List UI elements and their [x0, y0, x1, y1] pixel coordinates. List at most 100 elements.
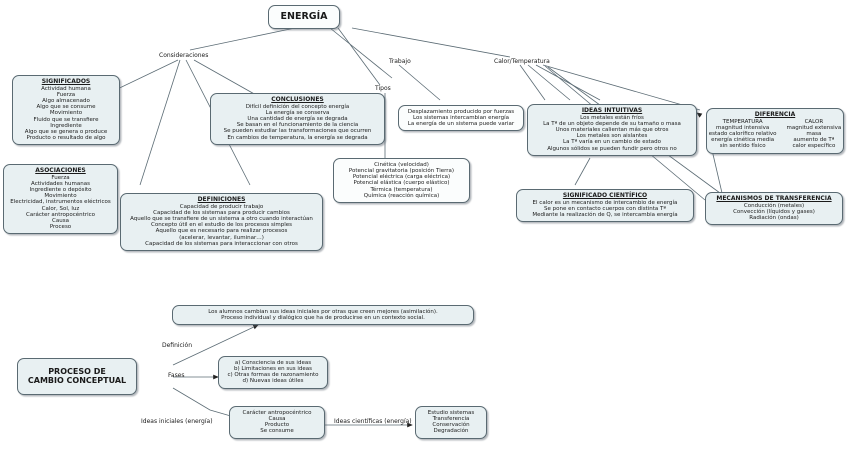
node-asociaciones-line: Actividades humanas [31, 180, 90, 187]
node-diferencia-line: masa [806, 131, 822, 138]
node-conclusiones-line: La energía se conserva [265, 109, 330, 116]
node-asociaciones-line: Causa [52, 217, 69, 224]
node-mecanismos-title: MECANISMOS DE TRANSFERENCIA [716, 195, 832, 202]
node-diferencia-line: CALOR [804, 118, 824, 125]
node-proceso-line: CAMBIO CONCEPTUAL [27, 375, 127, 385]
node-definicion-cambio-line: Proceso individual y dialógico que ha de… [221, 315, 425, 322]
node-fases-line: b) Limitaciones en sus ideas [233, 366, 312, 373]
link-label-ideas-iniciales: Ideas iniciales (energía) [141, 418, 213, 425]
node-estudio-line: Estudio sistemas [427, 410, 475, 416]
node-tipos[interactable]: Cinética (velocidad) Potencial gravitato… [333, 158, 470, 203]
node-trabajo-line: Desplazamiento producido por fuerzas [407, 109, 515, 115]
node-conclusiones-line: Una cantidad de energía se degrada [247, 116, 348, 123]
node-antropocentrico-line: Carácter antropocéntrico [242, 410, 312, 416]
node-mecanismos-transferencia[interactable]: MECANISMOS DE TRANSFERENCIA Conducción (… [705, 192, 843, 226]
node-antropocentrico-line: Causa [268, 416, 286, 423]
node-estudio-sistemas[interactable]: Estudio sistemas Transferencia Conservac… [415, 406, 487, 439]
node-significados-line: Fluido que se transfiere [33, 116, 99, 123]
node-trabajo-line: Los sistemas intercambian energía [413, 115, 509, 122]
node-tipos-line: Térmica (temperatura) [370, 186, 433, 193]
node-diferencia-line: magnitud extensiva [786, 124, 842, 131]
link-label-ideas-iniciales-l2: (energía) [185, 418, 213, 425]
node-asociaciones-line: Ingrediente o depósito [29, 187, 92, 194]
node-ideas-intuitivas-line: Unos materiales calientan más que otros [555, 127, 669, 134]
node-significado-cientifico-title: SIGNIFICADO CIENTÍFICO [562, 192, 648, 199]
link-label-definicion: Definición [162, 342, 192, 349]
node-significado-cientifico-line: Se pone en contacto cuerpos con distinta… [544, 205, 666, 212]
link-label-ideas-cientificas-l1: Ideas científicas [334, 418, 383, 425]
node-conclusiones[interactable]: CONCLUSIONES Difícil definición del conc… [210, 93, 385, 145]
node-significados-line: Actividad humana [41, 85, 91, 92]
node-ideas-intuitivas-title: IDEAS INTUITIVAS [581, 107, 643, 114]
node-proceso-line: PROCESO DE [48, 366, 106, 376]
node-estudio-line: Conservación [432, 422, 470, 429]
node-significados-line: Fuerza [56, 91, 76, 98]
node-asociaciones-line: Carácter antropocéntrico [25, 211, 96, 218]
node-diferencia-line: estado calorífico relativo [708, 131, 777, 138]
node-significados-title: SIGNIFICADOS [41, 78, 91, 85]
link-label-calor-temperatura: Calor/Temperatura [494, 58, 550, 65]
node-definicion-cambio-line: Los alumnos cambian sus ideas iniciales … [208, 309, 438, 315]
node-tipos-line: Potencial gravitatoria (posición Tierra) [348, 168, 455, 175]
node-definiciones-line: Capacidad de los sistemas para interacci… [145, 240, 298, 247]
node-significados-line: Movimiento [49, 110, 83, 117]
node-ideas-intuitivas[interactable]: IDEAS INTUITIVAS Los metales están fríos… [527, 104, 697, 156]
node-ideas-intuitivas-line: La Tª de un objeto depende de su tamaño … [543, 120, 681, 127]
node-diferencia[interactable]: DIFERENCIA TEMPERATURA magnitud intensiv… [706, 108, 844, 154]
node-asociaciones-title: ASOCIACIONES [35, 167, 86, 174]
node-asociaciones[interactable]: ASOCIACIONES Fuerza Actividades humanas … [3, 164, 118, 235]
link-label-trabajo: Trabajo [389, 58, 411, 65]
node-definiciones-line: Concepto útil en el estudio de los proce… [150, 222, 292, 229]
link-label-tipos: Tipos [375, 85, 391, 92]
node-trabajo[interactable]: Desplazamiento producido por fuerzas Los… [398, 105, 524, 132]
node-ideas-intuitivas-line: La Tª varía en un cambio de estado [563, 139, 661, 146]
node-definiciones-title: DEFINICIONES [197, 196, 246, 203]
node-diferencia-line: magnitud intensiva [716, 124, 770, 131]
node-conclusiones-line: Se pueden estudiar las transformaciones … [223, 128, 372, 135]
node-definiciones-line: Aquello que es necesario para realizar p… [155, 228, 288, 235]
node-definiciones[interactable]: DEFINICIONES Capacidad de producir traba… [120, 193, 323, 251]
node-significado-cientifico[interactable]: SIGNIFICADO CIENTÍFICO El calor es un me… [516, 189, 694, 223]
node-asociaciones-line: Proceso [49, 223, 72, 230]
node-definiciones-line: Capacidad de los sistemas para producir … [153, 209, 290, 216]
link-label-fases: Fases [168, 372, 185, 379]
node-conclusiones-title: CONCLUSIONES [271, 96, 324, 103]
node-proceso-cambio-conceptual[interactable]: PROCESO DE CAMBIO CONCEPTUAL [17, 358, 137, 395]
node-significado-cientifico-line: El calor es un mecanismo de intercambio … [532, 199, 678, 206]
link-label-ideas-cientificas: Ideas científicas (energía) [334, 418, 412, 425]
node-mecanismos-line: Conducción (metales) [743, 202, 805, 209]
node-asociaciones-line: Movimiento [44, 193, 77, 200]
node-caracter-antropocentrico[interactable]: Carácter antropocéntrico Causa Producto … [229, 406, 325, 439]
node-antropocentrico-line: Producto [264, 422, 290, 429]
node-definicion-cambio[interactable]: Los alumnos cambian sus ideas iniciales … [172, 305, 474, 326]
node-tipos-line: Cinética (velocidad) [374, 162, 429, 168]
node-ideas-intuitivas-line: Algunos sólidos se pueden fundir pero ot… [547, 145, 677, 152]
node-diferencia-line: aumento de Tª [793, 137, 835, 144]
node-energia-label: ENERGÍA [280, 10, 328, 22]
node-estudio-line: Degradación [433, 428, 469, 435]
node-ideas-intuitivas-line: Los metales están fríos [580, 114, 644, 121]
link-label-ideas-cientificas-l2: (energía) [384, 418, 412, 425]
node-tipos-line: Potencial elástica (cuerpo elástico) [353, 180, 450, 187]
node-fases[interactable]: a) Consciencia de sus ideas b) Limitacio… [218, 356, 328, 389]
node-diferencia-line: calor específico [792, 143, 836, 150]
node-significados-line: Algo que se consume [36, 104, 96, 111]
link-label-consideraciones: Consideraciones [159, 52, 209, 59]
node-diferencia-title: DIFERENCIA [754, 111, 796, 118]
node-estudio-line: Transferencia [432, 416, 470, 423]
node-diferencia-line: energía cinética media [711, 137, 775, 144]
node-significados[interactable]: SIGNIFICADOS Actividad humana Fuerza Alg… [12, 75, 120, 146]
node-fases-line: d) Nuevas ideas útiles [242, 378, 304, 385]
node-mecanismos-line: Convección (líquidos y gases) [733, 208, 815, 215]
node-mecanismos-line: Radiación (ondas) [749, 215, 799, 222]
node-significados-line: Ingrediente [50, 122, 82, 129]
node-definiciones-line: Capacidad de producir trabajo [179, 203, 264, 210]
node-diferencia-col-temperatura: TEMPERATURA magnitud intensiva estado ca… [709, 119, 777, 150]
node-energia[interactable]: ENERGÍA [268, 5, 340, 29]
node-asociaciones-line: Fuerza [51, 174, 70, 181]
node-definiciones-line: Aquello que se transfiere de un sistema … [130, 216, 313, 223]
node-fases-line: a) Consciencia de sus ideas [234, 360, 312, 366]
node-significados-line: Producto o resultado de algo [26, 134, 106, 141]
node-asociaciones-line: Calor, Sol, luz [41, 205, 80, 212]
